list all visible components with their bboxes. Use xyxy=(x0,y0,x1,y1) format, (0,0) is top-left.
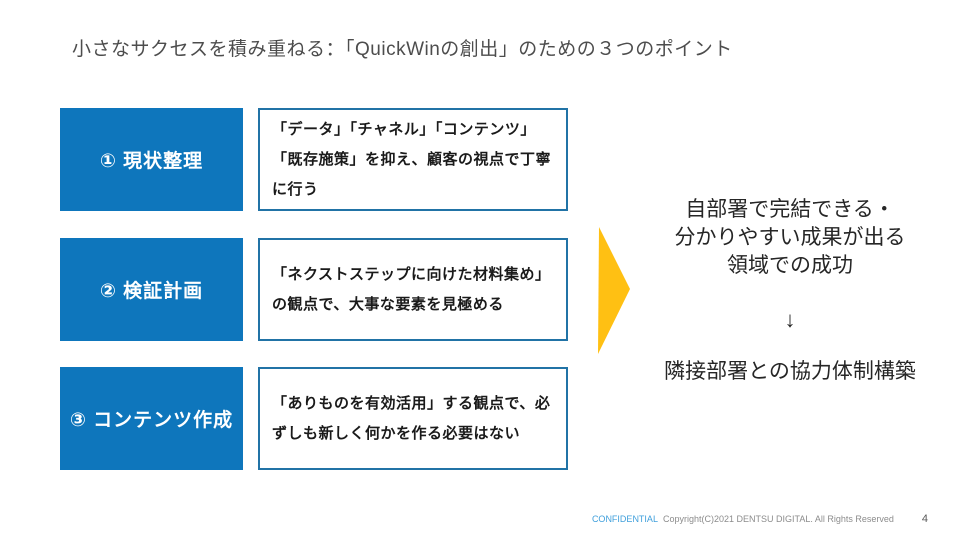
down-arrow-icon: ↓ xyxy=(784,307,796,332)
step-label-3: ③ コンテンツ作成 xyxy=(69,410,234,431)
step-description-box-2: 「ネクストステップに向けた材料集め」の観点で、大事な要素を見極める xyxy=(258,238,568,341)
step-label-box-2: ② 検証計画 xyxy=(60,238,243,341)
outcome-text-block: 自部署で完結できる・ 分かりやすい成果が出る 領域での成功 ↓ 隣接部署との協力… xyxy=(635,196,945,386)
outcome-line-2: 分かりやすい成果が出る xyxy=(674,226,906,249)
step-label-box-1: ① 現状整理 xyxy=(60,108,243,211)
outcome-line-4: 隣接部署との協力体制構築 xyxy=(664,360,916,383)
step-description-3: 「ありものを有効活用」する観点で、必ずしも新しく何かを作る必要はない xyxy=(272,394,551,442)
outcome-line-3: 領域での成功 xyxy=(727,254,853,277)
step-description-2: 「ネクストステップに向けた材料集め」の観点で、大事な要素を見極める xyxy=(272,265,551,313)
step-description-1: 「データ」「チャネル」「コンテンツ」「既存施策」を抑え、顧客の視点で丁寧に行う xyxy=(272,120,552,198)
step-label-1: ① 現状整理 xyxy=(99,151,204,172)
copyright-text: Copyright(C)2021 DENTSU DIGITAL. All Rig… xyxy=(662,514,894,524)
outcome-line-1: 自部署で完結できる・ xyxy=(685,198,895,221)
right-arrow-icon xyxy=(597,227,631,354)
step-description-box-1: 「データ」「チャネル」「コンテンツ」「既存施策」を抑え、顧客の視点で丁寧に行う xyxy=(258,108,568,211)
point-row-3: ③ コンテンツ作成 「ありものを有効活用」する観点で、必ずしも新しく何かを作る必… xyxy=(60,367,568,470)
footer: CONFIDENTIAL Copyright(C)2021 DENTSU DIG… xyxy=(592,513,928,525)
point-row-2: ② 検証計画 「ネクストステップに向けた材料集め」の観点で、大事な要素を見極める xyxy=(60,238,568,341)
step-description-box-3: 「ありものを有効活用」する観点で、必ずしも新しく何かを作る必要はない xyxy=(258,367,568,470)
point-row-1: ① 現状整理 「データ」「チャネル」「コンテンツ」「既存施策」を抑え、顧客の視点… xyxy=(60,108,568,211)
confidential-label: CONFIDENTIAL xyxy=(591,514,658,524)
step-label-box-3: ③ コンテンツ作成 xyxy=(60,367,243,470)
step-label-2: ② 検証計画 xyxy=(99,281,204,302)
page-number: 4 xyxy=(921,513,928,525)
page-title: 小さなサクセスを積み重ねる：「QuickWinの創出」のための３つのポイント xyxy=(72,39,733,60)
